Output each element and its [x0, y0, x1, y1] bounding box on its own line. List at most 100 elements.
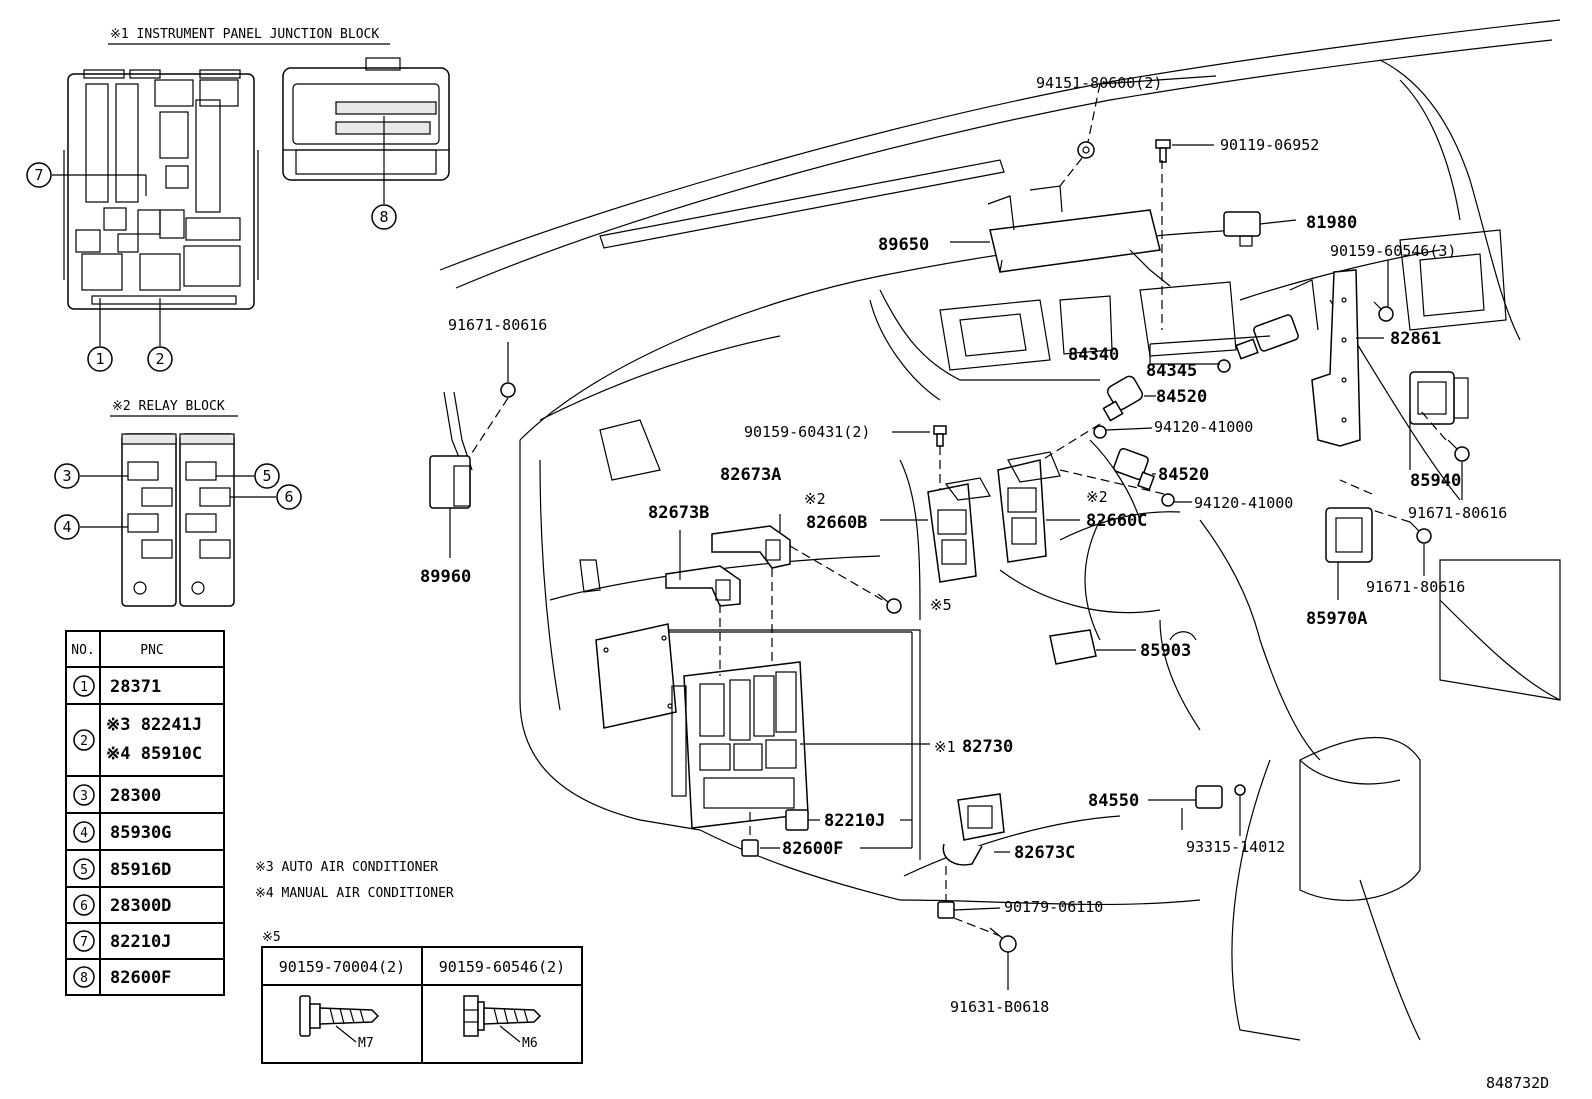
label-94120-41000-upper: 94120-41000 — [1154, 418, 1253, 436]
svg-text:85930G: 85930G — [110, 823, 171, 843]
switch-84340-drawing — [1217, 314, 1299, 373]
relay-82210J-drawing — [785, 809, 809, 831]
svg-text:※3 82241J: ※3 82241J — [106, 715, 202, 735]
svg-text:82600F: 82600F — [110, 968, 171, 988]
svg-text:5: 5 — [80, 863, 88, 878]
callout-8: 8 — [371, 204, 397, 230]
label-91671-80616-top: 91671-80616 — [448, 316, 547, 334]
bracket-82673A-drawing — [711, 525, 791, 569]
label-82210J: 82210J — [824, 811, 885, 831]
bolt-91671-r1-drawing — [1447, 439, 1470, 462]
label-91671-80616-r1: 91671-80616 — [1408, 504, 1507, 522]
junction-block-82730-drawing — [671, 661, 809, 829]
svg-text:1: 1 — [95, 350, 104, 368]
callout-2: 2 — [147, 346, 173, 372]
bolt-col-1: 90159-70004(2) — [279, 958, 405, 976]
junction-connector-drawing — [282, 57, 450, 181]
bolt-91671-left-drawing — [500, 382, 516, 398]
bolt-91631-drawing — [989, 927, 1017, 953]
bolt-90159-60431-drawing — [933, 425, 947, 447]
legend-row: 2 ※3 82241J ※4 85910C — [73, 715, 202, 764]
callout-4: 4 — [54, 514, 80, 540]
svg-text:7: 7 — [34, 166, 43, 184]
svg-text:28371: 28371 — [110, 677, 161, 697]
junction-block-title: ※1 INSTRUMENT PANEL JUNCTION BLOCK — [110, 27, 379, 42]
label-84550: 84550 — [1088, 791, 1139, 811]
relay-82600F-drawing — [741, 839, 759, 857]
nut-94120-upper-drawing — [1093, 425, 1107, 439]
label-x2-a: ※2 — [804, 490, 826, 508]
label-90159-60431-2: 90159-60431(2) — [744, 423, 870, 441]
label-90159-60546-3: 90159-60546(3) — [1330, 242, 1456, 260]
relay-82660C-drawing — [997, 451, 1061, 563]
svg-text:※4 85910C: ※4 85910C — [106, 744, 202, 764]
label-85940: 85940 — [1410, 471, 1461, 491]
svg-text:85916D: 85916D — [110, 860, 171, 880]
callout-5: 5 — [254, 463, 280, 489]
legend-header-no: NO. — [71, 643, 94, 658]
ecu-plate-drawing — [595, 623, 677, 729]
ecu-89650-drawing — [987, 185, 1171, 287]
bolt-91671-r2-drawing — [1409, 521, 1432, 544]
bolt-90159-right-drawing — [1373, 301, 1394, 322]
label-94120-41000-lower: 94120-41000 — [1194, 494, 1293, 512]
legend-row: 1 28371 — [73, 675, 161, 697]
label-84340: 84340 — [1068, 345, 1119, 365]
relay-82660B-drawing — [927, 477, 991, 583]
label-85970A: 85970A — [1306, 609, 1367, 629]
label-91631-B0618: 91631-B0618 — [950, 998, 1049, 1016]
svg-text:8: 8 — [379, 208, 388, 226]
label-91671-80616-r2: 91671-80616 — [1366, 578, 1465, 596]
dashboard-outline — [439, 19, 1561, 1041]
label-90119-06952: 90119-06952 — [1220, 136, 1319, 154]
sensor-89960-drawing — [429, 391, 473, 509]
svg-text:3: 3 — [62, 467, 71, 485]
bracket-82861-drawing — [1289, 269, 1361, 447]
svg-text:2: 2 — [155, 350, 164, 368]
relay-block-title: ※2 RELAY BLOCK — [112, 399, 225, 414]
switch-84520-lower-drawing — [1113, 447, 1155, 491]
label-89960: 89960 — [420, 567, 471, 587]
label-82673B: 82673B — [648, 503, 709, 523]
label-x1: ※1 — [934, 738, 956, 756]
drawing-number: 848732D — [1486, 1074, 1549, 1092]
bolt-table: 90159-70004(2) 90159-60546(2) M7 — [261, 946, 583, 1064]
callout-3: 3 — [54, 463, 80, 489]
note-5: ※5 — [262, 930, 281, 945]
label-89650: 89650 — [878, 235, 929, 255]
bolt-size-2: M6 — [522, 1036, 538, 1051]
label-82660C: 82660C — [1086, 511, 1147, 531]
legend-row: 6 28300D — [73, 894, 171, 916]
legend-row: 5 85916D — [73, 858, 171, 880]
part-labels: 94151-80600(2) 90119-06952 81980 89650 9… — [420, 74, 1549, 1092]
callout-7: 7 — [26, 162, 52, 188]
bracket-82673C-drawing — [942, 793, 1005, 866]
legend-header-pnc: PNC — [140, 643, 163, 658]
label-82730: 82730 — [962, 737, 1013, 757]
label-84345: 84345 — [1146, 361, 1197, 381]
bolt-m7-drawing: M7 — [299, 995, 380, 1051]
svg-text:6: 6 — [80, 899, 88, 914]
junction-block-drawing — [63, 69, 259, 310]
legend-table: NO. PNC 1 28371 2 ※3 82241J ※4 85910C 3 … — [65, 630, 225, 996]
bracket-82673B-drawing — [665, 565, 741, 607]
svg-text:8: 8 — [80, 971, 88, 986]
label-82673C: 82673C — [1014, 843, 1075, 863]
relay-85970A-drawing — [1325, 507, 1373, 563]
label-94151-80600: 94151-80600(2) — [1036, 74, 1162, 92]
legend-row: 4 85930G — [73, 821, 171, 843]
label-x2-b: ※2 — [1086, 488, 1108, 506]
svg-text:28300: 28300 — [110, 786, 161, 806]
svg-text:28300D: 28300D — [110, 896, 171, 916]
bolt-size-1: M7 — [358, 1036, 374, 1051]
switch-84550-drawing — [1195, 784, 1246, 809]
nut-94120-lower-drawing — [1161, 493, 1175, 507]
label-82600F: 82600F — [782, 839, 843, 859]
relay-85903-drawing — [1049, 629, 1097, 665]
label-90179-06110: 90179-06110 — [1004, 898, 1103, 916]
label-84520-upper: 84520 — [1156, 387, 1207, 407]
svg-text:7: 7 — [80, 935, 88, 950]
switch-84520-upper-drawing — [1102, 375, 1144, 422]
bolt-col-2: 90159-60546(2) — [439, 958, 565, 976]
